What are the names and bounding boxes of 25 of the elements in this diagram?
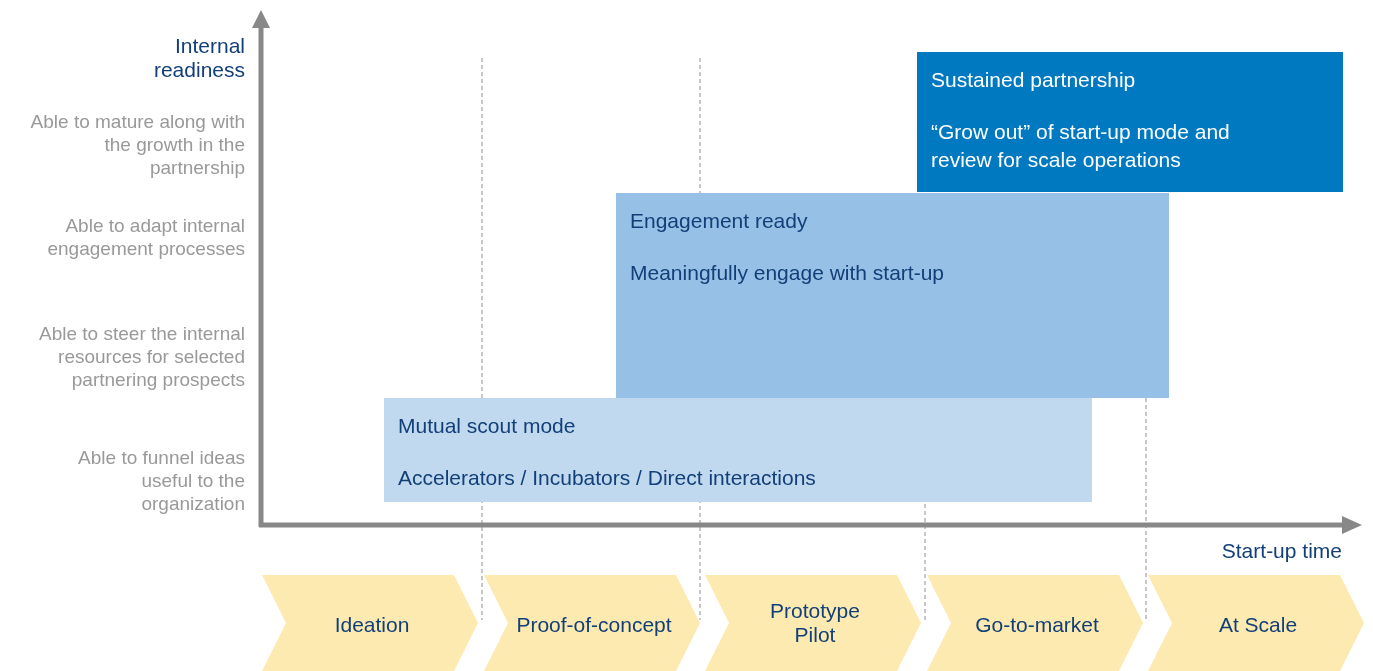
box-description: Accelerators / Incubators / Direct interactions [398, 465, 817, 491]
box-heading: Mutual scout mode [398, 414, 576, 438]
box-heading: Engagement ready [630, 209, 808, 233]
phase-label: At Scale [1217, 613, 1299, 637]
row-label: Able to funnel ideas useful to the organization [77, 446, 245, 515]
stage-box [616, 193, 1169, 398]
row-label: Able to steer the internal resources for selected partnering prospects [38, 322, 245, 391]
phase-step [927, 575, 1143, 671]
phase-label: Proof-of-concept [515, 613, 673, 637]
row-label: Able to adapt internal engagement processes [46, 214, 245, 260]
axis-title: Start-up time [1220, 539, 1342, 563]
phase-step [484, 575, 700, 671]
phase-step [1148, 575, 1364, 671]
phase-label: Go-to-market [974, 613, 1100, 637]
box-heading: Sustained partnership [931, 68, 1136, 92]
phase-label: Prototype Pilot [769, 599, 861, 647]
stage-box [917, 52, 1343, 192]
row-label: Able to mature along with the growth in the partnership [29, 110, 245, 179]
axis-title: Internal readiness [152, 34, 245, 82]
phase-label: Ideation [333, 613, 411, 637]
stage-box [384, 398, 1092, 502]
phase-step [262, 575, 478, 671]
box-description: “Grow out” of start-up mode and review for scale operations [931, 119, 1231, 173]
box-description: Meaningfully engage with start-up [630, 260, 945, 286]
phase-step [705, 575, 921, 671]
